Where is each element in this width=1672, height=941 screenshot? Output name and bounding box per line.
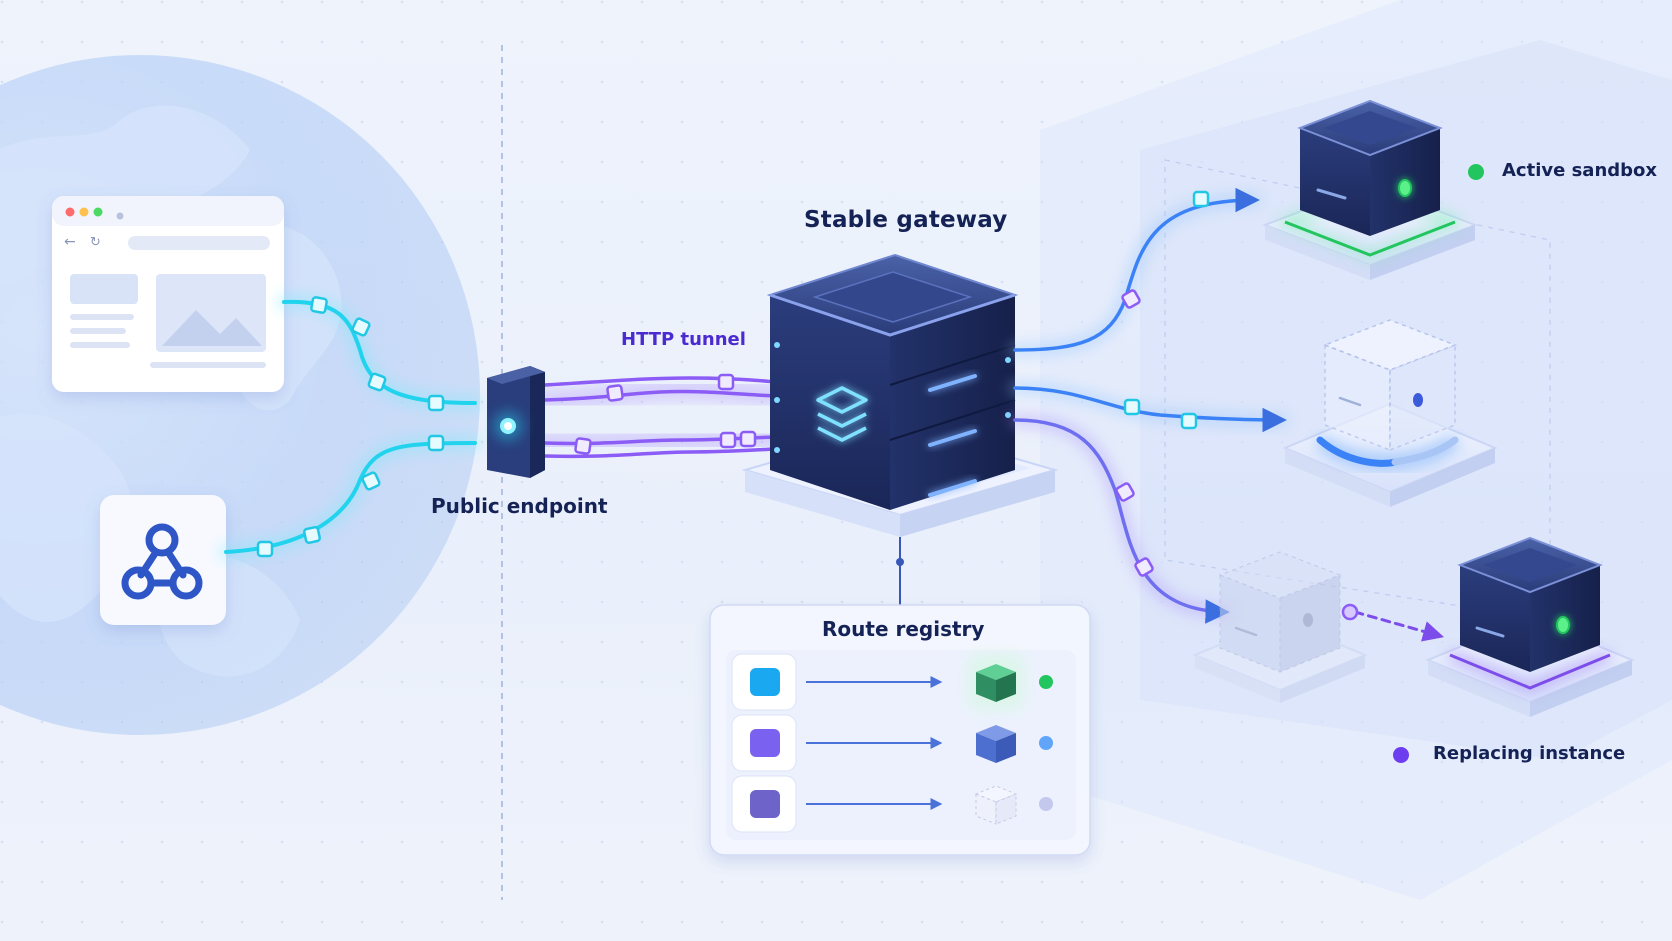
- registry-row: [731, 775, 1053, 833]
- public-endpoint-label: Public endpoint: [431, 494, 608, 518]
- gateway-server-icon: [766, 253, 1019, 510]
- registry-target-cube-icon: [976, 725, 1016, 763]
- active-sandbox-label: Active sandbox: [1502, 160, 1658, 181]
- webhook-icon: [100, 495, 226, 625]
- purple-packets: [574, 373, 757, 455]
- registry-target-cube-icon: [968, 654, 1024, 710]
- browser-window-icon: ← ↻: [52, 196, 284, 392]
- svg-text:↻: ↻: [90, 235, 101, 250]
- provisioning-sandbox-icon: [1282, 319, 1498, 507]
- registry-status-dot: [1039, 797, 1053, 811]
- registry-status-dot: [1039, 675, 1053, 689]
- faded-sandbox-icon: [1192, 551, 1368, 703]
- registry-status-dot: [1039, 736, 1053, 750]
- replacing-status-dot: [1393, 747, 1409, 763]
- layers-icon: [816, 386, 868, 442]
- registry-row: [731, 714, 1053, 772]
- svg-text:←: ←: [64, 234, 76, 250]
- route-packets: [1115, 190, 1359, 621]
- registry-source-icon: [750, 729, 780, 757]
- endpoint-device-icon: [487, 366, 545, 478]
- registry-target-cube-icon: [974, 785, 1018, 825]
- route-registry-title: Route registry: [822, 617, 985, 641]
- active-status-dot: [1468, 164, 1484, 180]
- replacing-instance-label: Replacing instance: [1433, 743, 1626, 764]
- active-sandbox-icon: [1262, 99, 1478, 280]
- cyan-packets: [256, 296, 445, 558]
- registry-source-icon: [750, 790, 780, 818]
- registry-row: [731, 653, 1053, 711]
- http-tunnel-label: HTTP tunnel: [621, 329, 746, 350]
- route-registry-rows: [731, 653, 1053, 833]
- registry-source-icon: [750, 668, 780, 696]
- replacing-sandbox-icon: [1425, 536, 1635, 717]
- gateway-label: Stable gateway: [804, 207, 1008, 233]
- registry-connector-node: [896, 558, 904, 566]
